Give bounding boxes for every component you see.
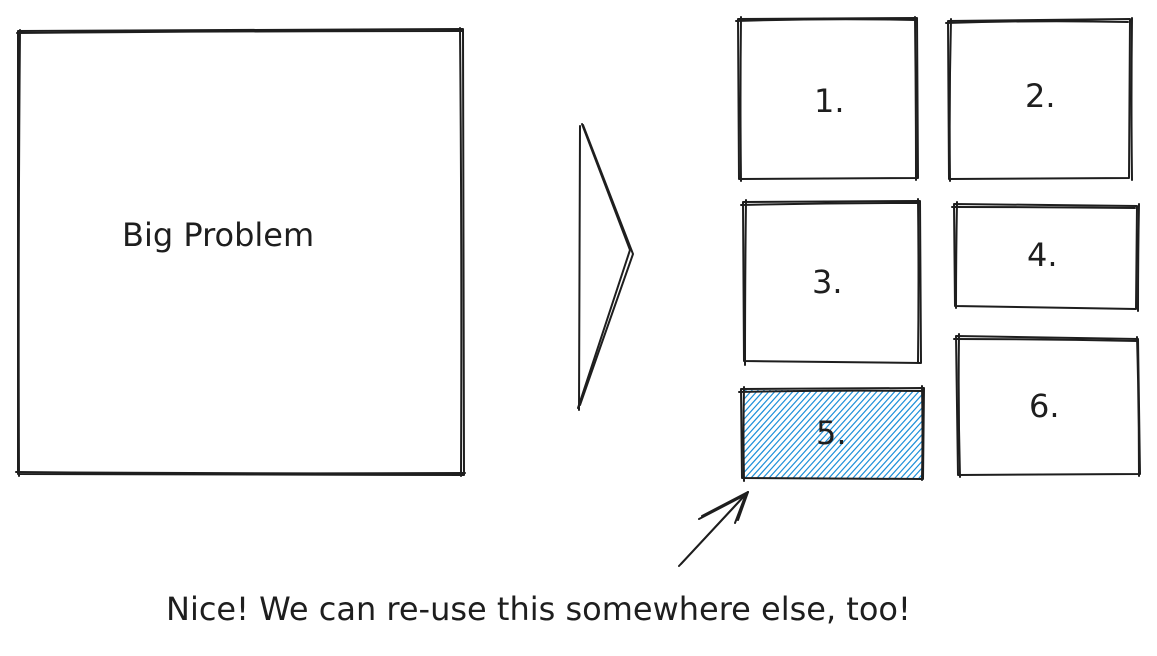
big-problem-label: Big Problem <box>122 216 315 254</box>
piece-4-box <box>951 201 1140 312</box>
hatch-line <box>655 390 734 478</box>
hatch-line <box>840 390 921 478</box>
hatch-line <box>828 390 909 478</box>
hatch-line <box>750 390 831 478</box>
hatch-line <box>756 390 837 478</box>
piece-5-hatching <box>655 390 1010 478</box>
big-problem-box <box>15 27 466 477</box>
hatch-line <box>822 390 903 478</box>
hatch-line <box>743 390 783 435</box>
hatch-line <box>876 425 923 478</box>
piece-2-box <box>945 17 1133 182</box>
hatch-line <box>743 390 771 422</box>
piece-2-label: 2. <box>1025 77 1056 115</box>
hatch-line <box>661 390 740 478</box>
hatch-line <box>798 390 879 478</box>
hatch-line <box>744 390 825 478</box>
hatch-line <box>931 390 1010 478</box>
hatch-line <box>762 390 843 478</box>
hatch-line <box>870 419 923 478</box>
hatch-line <box>858 405 923 478</box>
piece-6-label: 6. <box>1029 387 1060 425</box>
hatch-line <box>743 390 801 455</box>
hatch-line <box>925 390 1004 478</box>
piece-6-box <box>953 333 1141 478</box>
piece-4-label: 4. <box>1027 236 1058 274</box>
hatch-line <box>743 390 819 475</box>
piece-5-box <box>655 385 1010 482</box>
hatch-line <box>743 390 747 395</box>
hatch-line <box>894 445 923 478</box>
hatch-line <box>816 390 897 478</box>
piece-3-label: 3. <box>812 263 843 301</box>
reuse-caption: Nice! We can re-use this somewhere else,… <box>166 590 911 628</box>
pointer-arrow <box>678 491 749 567</box>
hatch-line <box>780 390 861 478</box>
piece-3-box <box>740 198 922 366</box>
piece-1-box <box>735 16 919 182</box>
hatch-line <box>743 390 777 428</box>
hatch-line <box>900 452 923 478</box>
hatch-line <box>768 390 849 478</box>
hatch-line <box>786 390 867 478</box>
piece-1-label: 1. <box>814 82 845 120</box>
hatch-line <box>804 390 885 478</box>
hatch-line <box>912 465 923 478</box>
arrow-triangle <box>577 123 634 411</box>
hatch-line <box>774 390 855 478</box>
hatch-line <box>810 390 891 478</box>
hatch-line <box>846 392 923 478</box>
hatch-line <box>743 390 813 468</box>
hatch-line <box>792 390 873 478</box>
hatch-line <box>852 399 923 478</box>
hatch-line <box>888 439 923 478</box>
hatch-line <box>743 390 789 442</box>
piece-5-label: 5. <box>816 414 847 452</box>
hatch-line <box>743 390 795 448</box>
hatch-line <box>743 390 765 415</box>
hatch-line <box>743 390 807 462</box>
hatch-line <box>834 390 915 478</box>
hatch-line <box>743 390 759 408</box>
hatch-line <box>864 412 923 478</box>
hatch-line <box>906 459 923 478</box>
